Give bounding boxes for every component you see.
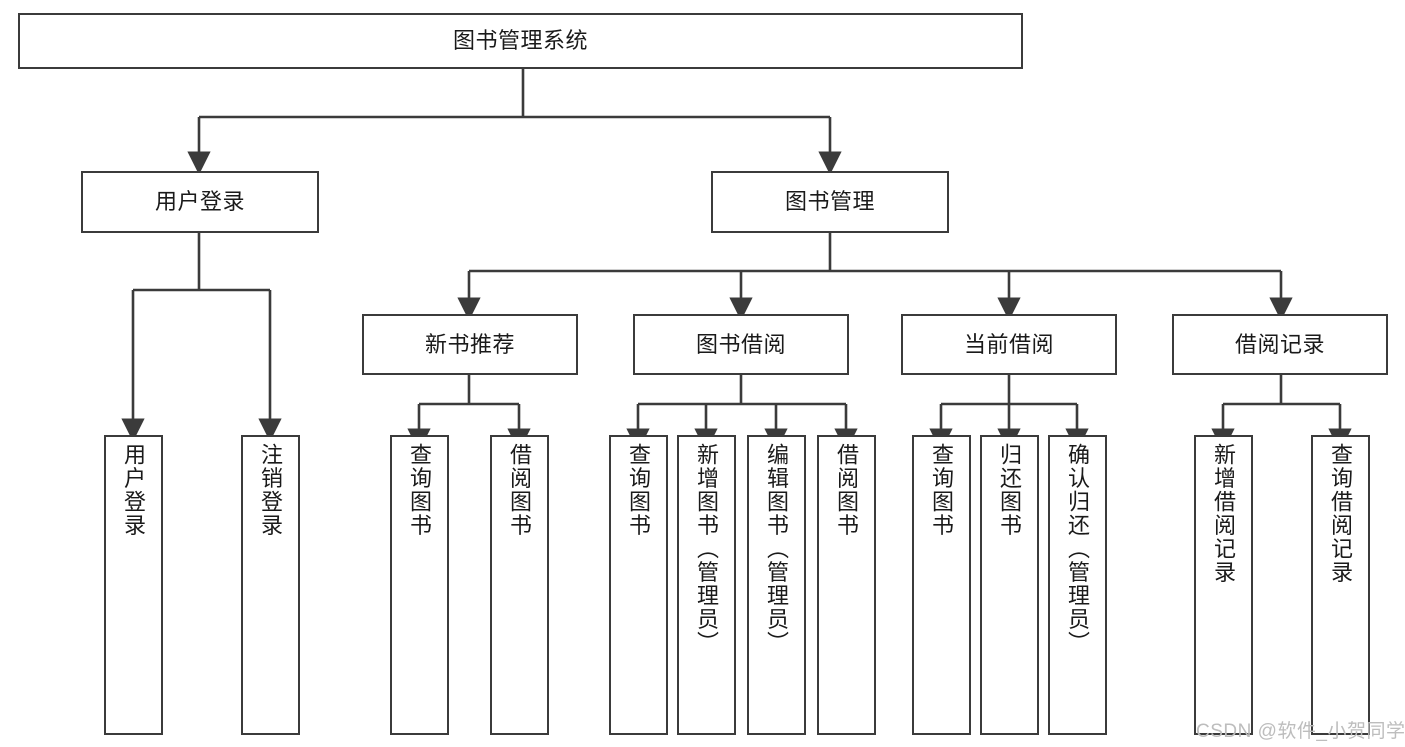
node-new-book-rec[interactable]: 新书推荐 (362, 314, 578, 375)
node-leaf-rec-query-label: 查询图书 (407, 443, 433, 537)
node-leaf-edit-book-label: 编辑图书（管理员） (764, 443, 790, 655)
node-current-borrow[interactable]: 当前借阅 (901, 314, 1117, 375)
node-leaf-add-record-label: 新增借阅记录 (1211, 443, 1237, 584)
node-leaf-rec-borrow-label: 借阅图书 (507, 443, 533, 537)
node-book-manage-label: 图书管理 (784, 189, 875, 215)
node-leaf-edit-book[interactable]: 编辑图书（管理员） (747, 435, 806, 735)
node-leaf-rec-borrow[interactable]: 借阅图书 (490, 435, 549, 735)
node-leaf-add-record[interactable]: 新增借阅记录 (1194, 435, 1253, 735)
csdn-watermark: CSDN @软件_小贺同学 (1196, 721, 1405, 742)
node-leaf-logout-label: 注销登录 (258, 443, 284, 537)
node-leaf-add-book[interactable]: 新增图书（管理员） (677, 435, 736, 735)
node-leaf-query-record-label: 查询借阅记录 (1328, 443, 1354, 584)
node-leaf-borrow-book-label: 借阅图书 (834, 443, 860, 537)
node-leaf-borrow-query[interactable]: 查询图书 (609, 435, 668, 735)
node-leaf-borrow-query-label: 查询图书 (626, 443, 652, 537)
node-book-borrow[interactable]: 图书借阅 (633, 314, 849, 375)
node-borrow-record-label: 借阅记录 (1234, 331, 1325, 357)
node-leaf-user-login[interactable]: 用户登录 (104, 435, 163, 735)
node-borrow-record[interactable]: 借阅记录 (1172, 314, 1388, 375)
node-root-label: 图书管理系统 (452, 28, 588, 54)
node-leaf-borrow-book[interactable]: 借阅图书 (817, 435, 876, 735)
node-leaf-return-book[interactable]: 归还图书 (980, 435, 1039, 735)
node-leaf-return-book-label: 归还图书 (997, 443, 1023, 537)
node-user-login[interactable]: 用户登录 (81, 171, 319, 233)
node-user-login-label: 用户登录 (154, 189, 245, 215)
node-leaf-add-book-label: 新增图书（管理员） (694, 443, 720, 655)
node-leaf-cur-query[interactable]: 查询图书 (912, 435, 971, 735)
node-book-manage[interactable]: 图书管理 (711, 171, 949, 233)
node-leaf-confirm-return[interactable]: 确认归还（管理员） (1048, 435, 1107, 735)
node-leaf-logout[interactable]: 注销登录 (241, 435, 300, 735)
node-leaf-rec-query[interactable]: 查询图书 (390, 435, 449, 735)
node-leaf-confirm-return-label: 确认归还（管理员） (1065, 443, 1091, 655)
node-new-book-rec-label: 新书推荐 (424, 331, 515, 357)
node-book-borrow-label: 图书借阅 (695, 331, 786, 357)
node-leaf-query-record[interactable]: 查询借阅记录 (1311, 435, 1370, 735)
node-leaf-cur-query-label: 查询图书 (929, 443, 955, 537)
node-root[interactable]: 图书管理系统 (18, 13, 1023, 69)
node-leaf-user-login-label: 用户登录 (121, 443, 147, 537)
node-current-borrow-label: 当前借阅 (963, 331, 1054, 357)
